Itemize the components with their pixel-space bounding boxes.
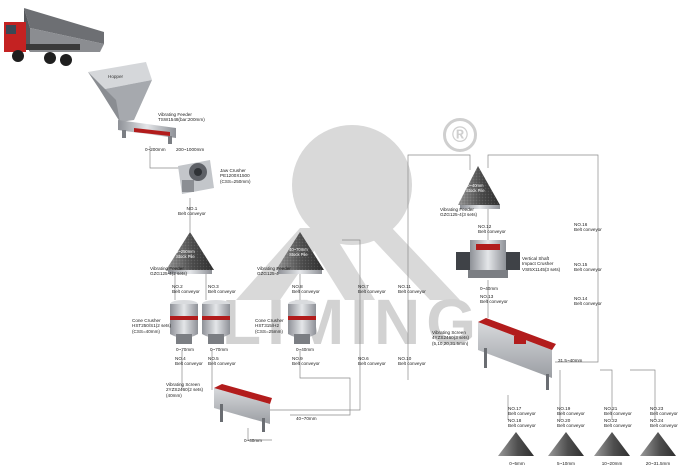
cone-crusher-1a (170, 300, 198, 344)
size-screen1-oversize: 40~70mm (296, 416, 317, 421)
flow-screen1-undersize (247, 428, 272, 441)
watermark-circle (292, 125, 412, 245)
cone-crusher-2 (288, 300, 316, 344)
product-label-1: 0~5mm (509, 461, 525, 466)
hopper-label: Hopper (108, 74, 124, 79)
size-cone2: 0~40mm (296, 347, 315, 352)
vibrating-screen-1 (214, 384, 272, 432)
flow-lines (149, 146, 656, 441)
flow-screen2-return (487, 154, 599, 363)
flow-cones-to-screen1 (181, 350, 213, 390)
product-pile-2 (548, 432, 584, 456)
product-pile-1 (498, 432, 534, 456)
size-feed-fine: 0~200mm (145, 147, 166, 152)
size-feed-coarse: 200~1000mm (176, 147, 205, 152)
size-cone1-a: 0~70mm (176, 347, 195, 352)
cone-crusher-1b (202, 300, 230, 344)
vibrating-feeder-2 (168, 270, 212, 274)
flow-screen2-products (507, 369, 656, 420)
product-label-3: 10~20mm (601, 461, 623, 466)
flow-to-pile3 (407, 154, 471, 380)
product-label-2: 5~10mm (556, 461, 575, 466)
flow-feeder2-to-cones (174, 272, 207, 300)
size-vsi: 0~40mm (480, 286, 499, 291)
size-screen2-oversize: 31.5~40mm (558, 358, 583, 363)
watermark-stroke-mid (300, 228, 375, 300)
vibrating-feeder-4 (460, 205, 500, 209)
size-cone1-b: 0~70mm (210, 347, 229, 352)
vsi-crusher (456, 240, 520, 278)
flow-feeder-to-jaw (149, 146, 180, 169)
product-pile-3 (594, 432, 630, 456)
vibrating-feeder-3 (278, 270, 322, 274)
product-label-4: 20~31.5mm (645, 461, 671, 466)
jaw-crusher (178, 160, 214, 194)
watermark-stroke-right (362, 228, 460, 300)
vibrating-feeder-1 (118, 120, 176, 144)
registered-mark: ® (443, 118, 477, 152)
vibrating-screen-2 (478, 318, 556, 390)
hopper-bin (88, 62, 152, 122)
dump-truck (4, 8, 104, 66)
product-pile-4 (640, 432, 676, 456)
size-screen1-undersize: 0~40mm (244, 438, 263, 443)
flow-cone2-to-screen1 (290, 350, 351, 416)
watermark-text: LIMING (222, 286, 482, 358)
flow-screen1-return (266, 239, 361, 411)
